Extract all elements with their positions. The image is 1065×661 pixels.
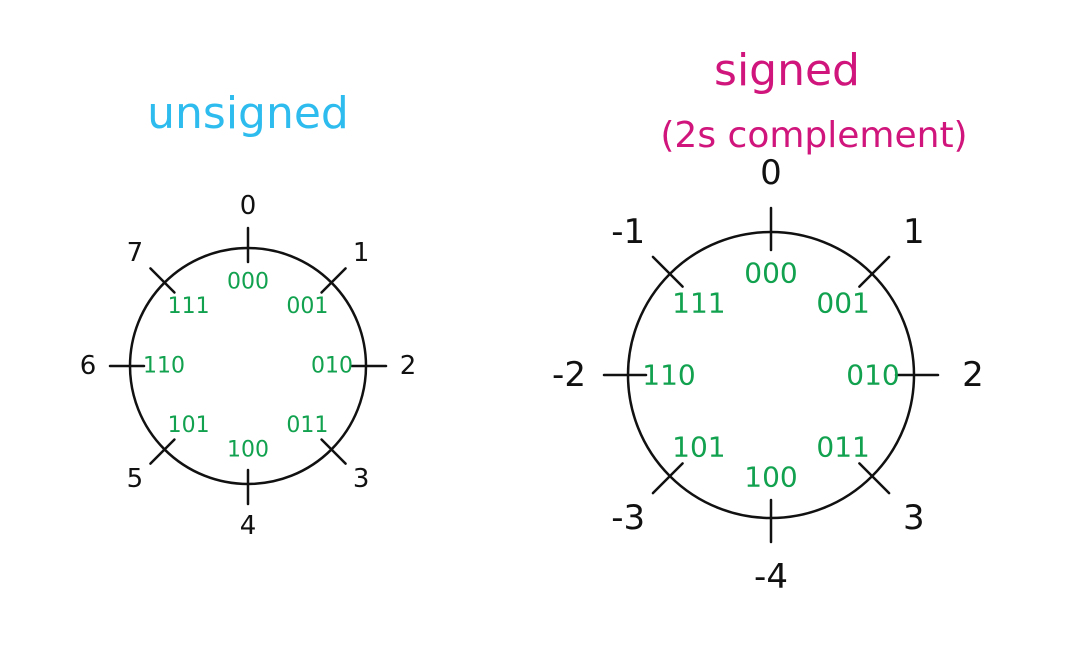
unsigned-bits-label-2: 010 — [311, 354, 353, 379]
signed-value-label-5: -3 — [611, 498, 645, 538]
signed-value-label-3: 3 — [903, 498, 925, 538]
signed-bits-label-1: 001 — [816, 286, 869, 319]
signed-value-label-2: 2 — [962, 355, 984, 395]
signed-value-label-6: -2 — [552, 355, 586, 395]
signed-title: signed — [714, 45, 860, 96]
signed-bits-label-7: 111 — [672, 286, 725, 319]
unsigned-value-label-1: 1 — [353, 238, 370, 268]
signed-bits-label-4: 100 — [744, 461, 797, 494]
unsigned-value-label-0: 0 — [240, 191, 257, 221]
signed-bits-label-6: 110 — [642, 359, 695, 392]
unsigned-value-label-5: 5 — [127, 464, 144, 494]
unsigned-bits-label-6: 110 — [143, 354, 185, 379]
unsigned-value-label-7: 7 — [127, 238, 144, 268]
signed-value-label-0: 0 — [760, 153, 782, 193]
unsigned-bits-label-5: 101 — [168, 413, 210, 438]
signed-bits-label-2: 010 — [846, 359, 899, 392]
signed-value-label-4: -4 — [754, 557, 788, 597]
signed-tick-7 — [651, 255, 684, 288]
unsigned-bits-label-4: 100 — [227, 438, 269, 463]
unsigned-bits-label-1: 001 — [286, 294, 328, 319]
signed-tick-1 — [858, 255, 891, 288]
unsigned-title: unsigned — [147, 88, 349, 139]
unsigned-tick-5 — [149, 438, 176, 465]
unsigned-bits-label-7: 111 — [168, 294, 210, 319]
unsigned-value-label-4: 4 — [240, 511, 257, 541]
signed-value-label-1: 1 — [903, 212, 925, 252]
signed-tick-3 — [858, 462, 891, 495]
signed-subtitle: (2s complement) — [660, 115, 967, 156]
unsigned-bits-label-0: 000 — [227, 270, 269, 295]
unsigned-tick-7 — [149, 267, 176, 294]
unsigned-tick-3 — [320, 438, 347, 465]
unsigned-value-label-2: 2 — [400, 351, 417, 381]
signed-bits-label-0: 000 — [744, 257, 797, 290]
unsigned-tick-1 — [320, 267, 347, 294]
unsigned-bits-label-3: 011 — [286, 413, 328, 438]
signed-value-label-7: -1 — [611, 212, 645, 252]
signed-bits-label-3: 011 — [816, 431, 869, 464]
unsigned-value-label-3: 3 — [353, 464, 370, 494]
signed-bits-label-5: 101 — [672, 431, 725, 464]
unsigned-value-label-6: 6 — [80, 351, 97, 381]
signed-tick-5 — [651, 462, 684, 495]
